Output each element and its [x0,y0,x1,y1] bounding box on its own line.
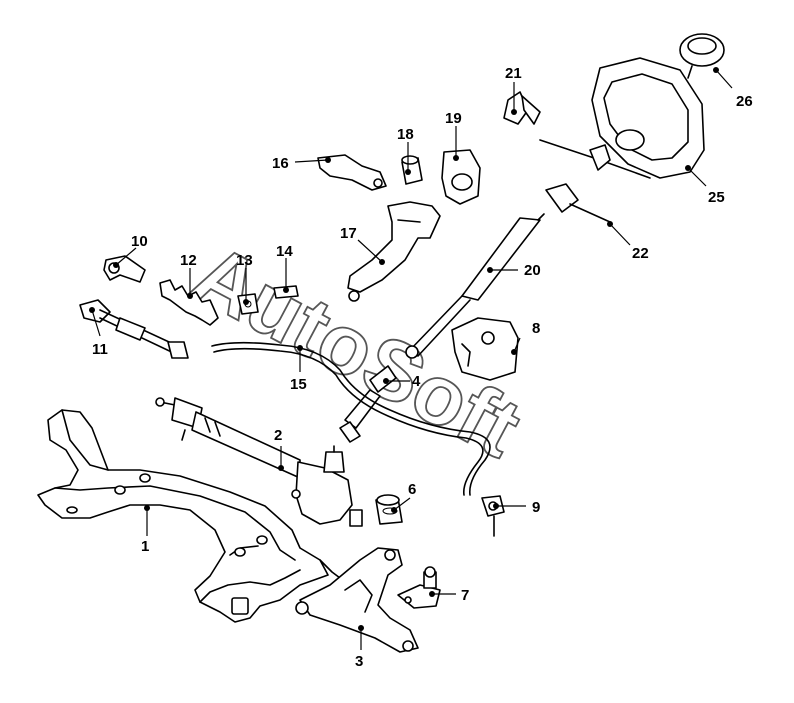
part-tie-rod-end [103,255,146,283]
callout-label: 21 [505,65,522,82]
callout-17: 17 [340,225,385,265]
callout-label: 16 [272,155,289,172]
callout-label: 20 [524,262,541,279]
callout-label: 15 [290,376,307,393]
part-steering-column [405,213,545,359]
callout-label: 11 [92,341,108,358]
callout-25: 25 [685,165,725,206]
callout-19: 19 [445,110,462,161]
part-stabilizer-link [481,495,505,537]
part-bushing [375,494,403,525]
part-steering-wheel [539,57,705,179]
callout-7: 7 [429,587,469,604]
callout-label: 9 [532,499,540,516]
part-column-bracket [317,154,387,191]
callout-label: 26 [736,93,753,110]
callout-label: 14 [276,243,293,260]
part-sleeve [401,155,423,185]
callout-16: 16 [272,155,331,172]
part-ball-joint [397,566,441,609]
callout-9: 9 [493,499,540,516]
callout-12: 12 [180,252,197,299]
callout-label: 17 [340,225,357,242]
callout-13: 13 [236,252,253,305]
part-subframe [37,409,341,623]
callout-label: 13 [236,252,253,269]
callout-label: 1 [141,538,149,555]
callout-2: 2 [274,427,284,471]
part-lower-arm [295,547,419,653]
callout-20: 20 [487,262,541,279]
callout-3: 3 [355,625,364,670]
callout-18: 18 [397,126,414,175]
callout-22: 22 [607,221,649,262]
part-ignition-switch [503,91,541,125]
callout-15: 15 [290,345,307,393]
callout-11: 11 [89,307,108,358]
part-stabilizer-bar [211,341,491,496]
part-horn-pad [679,33,725,79]
callout-label: 10 [131,233,148,250]
callout-label: 2 [274,427,282,444]
part-tie-rod [79,299,189,359]
part-stalk-switch [545,183,611,223]
callout-label: 18 [397,126,414,143]
callout-label: 19 [445,110,462,127]
callout-8: 8 [511,320,540,355]
callout-6: 6 [391,481,416,513]
part-steering-rack [155,397,363,527]
callout-label: 6 [408,481,416,498]
callout-label: 4 [412,373,421,390]
callout-14: 14 [276,243,293,293]
callout-label: 12 [180,252,197,269]
callout-label: 3 [355,653,363,670]
callout-label: 7 [461,587,469,604]
part-column-support [347,201,441,302]
part-lock-housing [441,149,481,205]
callout-26: 26 [713,67,753,110]
callout-10: 10 [113,233,148,268]
callout-label: 25 [708,189,725,206]
callout-label: 8 [532,320,540,337]
callout-21: 21 [505,65,522,115]
callout-label: 22 [632,245,649,262]
part-mount-bracket [451,317,519,381]
part-boot [159,279,219,326]
callout-4: 4 [383,373,421,390]
callout-1: 1 [141,505,150,555]
